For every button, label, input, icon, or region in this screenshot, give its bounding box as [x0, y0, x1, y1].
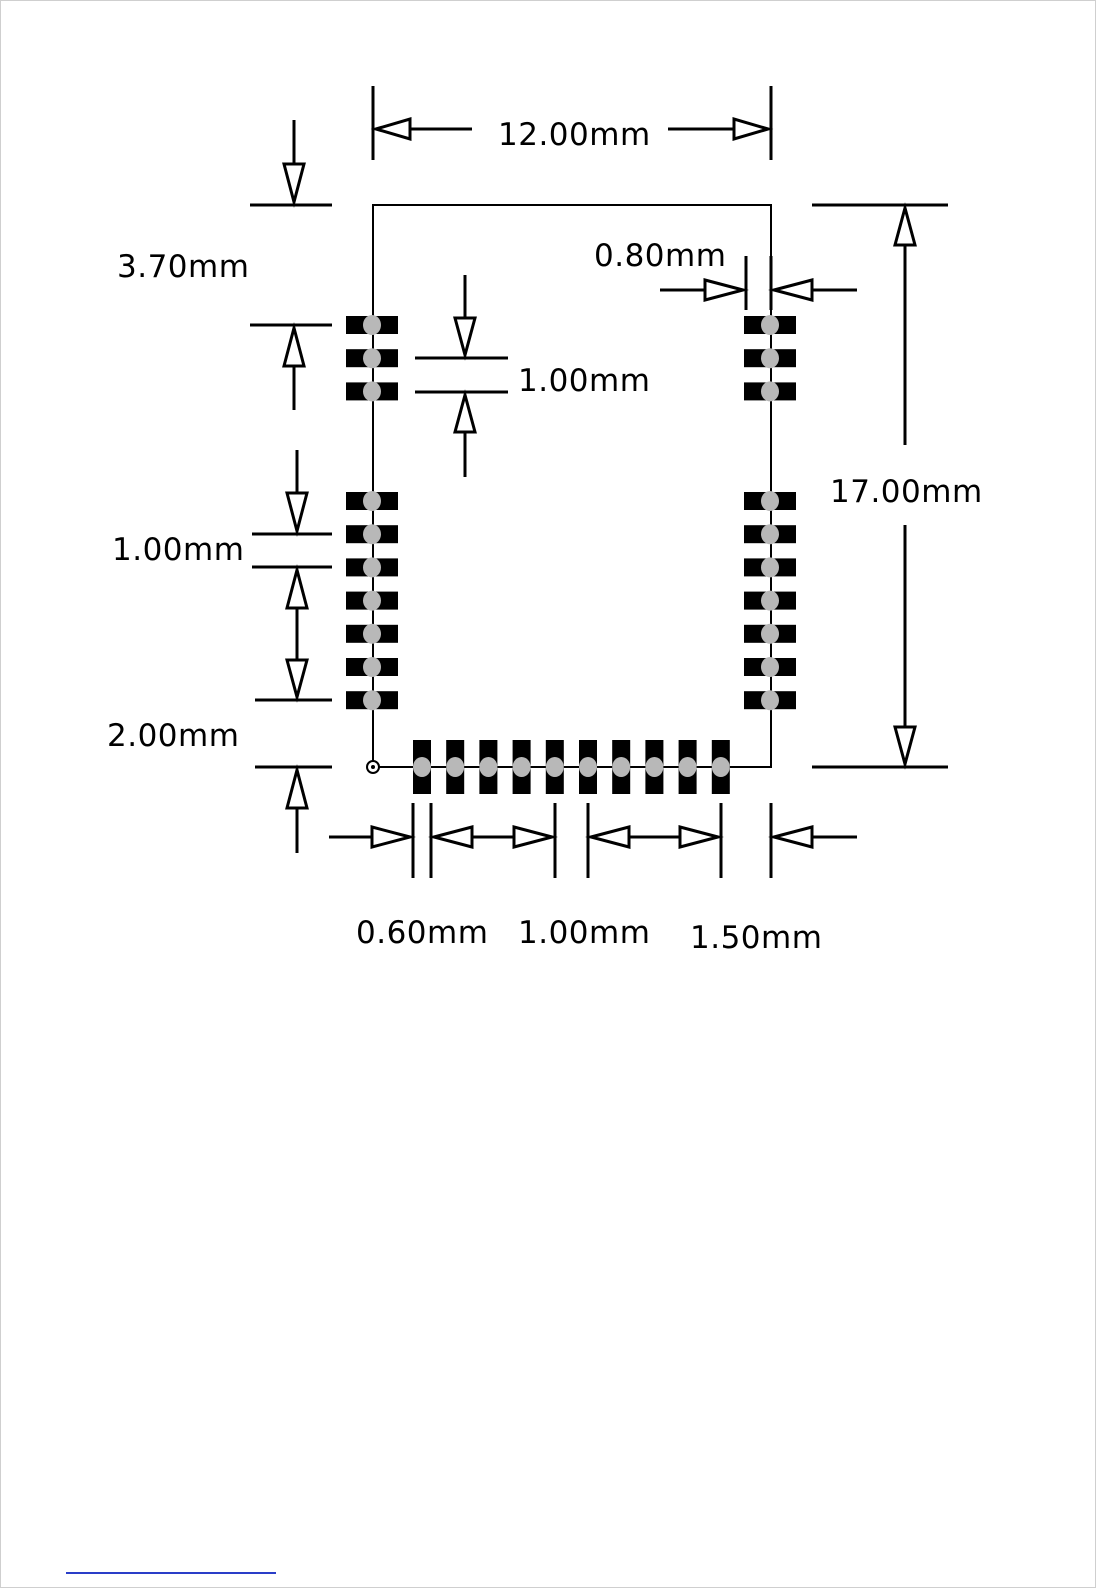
left-pad-via: [363, 491, 381, 511]
left-pad-via: [363, 381, 381, 401]
dim-bottom-offset: [255, 660, 332, 853]
dim-pad-width-label: 0.80mm: [594, 238, 726, 274]
dim-top-offset-label: 3.70mm: [117, 249, 249, 285]
right-pad-via: [761, 557, 779, 577]
dim-top-pitch-label: 1.00mm: [518, 363, 650, 399]
right-pad-via: [761, 381, 779, 401]
pin1-marker: [367, 761, 379, 773]
footer-link[interactable]: [66, 1572, 276, 1574]
left-pad-via: [363, 657, 381, 677]
dim-bottom: [329, 803, 857, 878]
dim-side-gap: [252, 450, 332, 660]
bottom-pad-via: [712, 757, 730, 777]
left-pad-via: [363, 348, 381, 368]
dim-bottom-end-label: 1.50mm: [690, 920, 822, 956]
dim-width-label: 12.00mm: [498, 117, 651, 153]
left-pad-via: [363, 557, 381, 577]
right-pad-via: [761, 624, 779, 644]
left-pad-via: [363, 315, 381, 335]
dim-top-offset: [250, 120, 332, 410]
right-pad-via: [761, 524, 779, 544]
bottom-pad-via: [513, 757, 531, 777]
bottom-pad-via: [679, 757, 697, 777]
dim-side-gap-label: 1.00mm: [112, 532, 244, 568]
bottom-pad-via: [546, 757, 564, 777]
bottom-pad-via: [579, 757, 597, 777]
bottom-pad-via: [413, 757, 431, 777]
right-pad-via: [761, 690, 779, 710]
right-pad-via: [761, 348, 779, 368]
bottom-pad-via: [446, 757, 464, 777]
dim-bottom-start-label: 0.60mm: [356, 915, 488, 951]
right-pad-via: [761, 657, 779, 677]
bottom-pad-via: [645, 757, 663, 777]
left-pad-via: [363, 591, 381, 611]
dim-top-pitch: [415, 275, 508, 477]
left-pad-via: [363, 690, 381, 710]
right-pad-via: [761, 491, 779, 511]
bottom-pad-via: [479, 757, 497, 777]
dim-bottom-pitch-label: 1.00mm: [518, 915, 650, 951]
right-pad-via: [761, 591, 779, 611]
bottom-pad-via: [612, 757, 630, 777]
dim-height-label: 17.00mm: [830, 474, 983, 510]
dim-bottom-offset-label: 2.00mm: [107, 718, 239, 754]
left-pad-via: [363, 624, 381, 644]
right-pad-via: [761, 315, 779, 335]
left-pad-via: [363, 524, 381, 544]
